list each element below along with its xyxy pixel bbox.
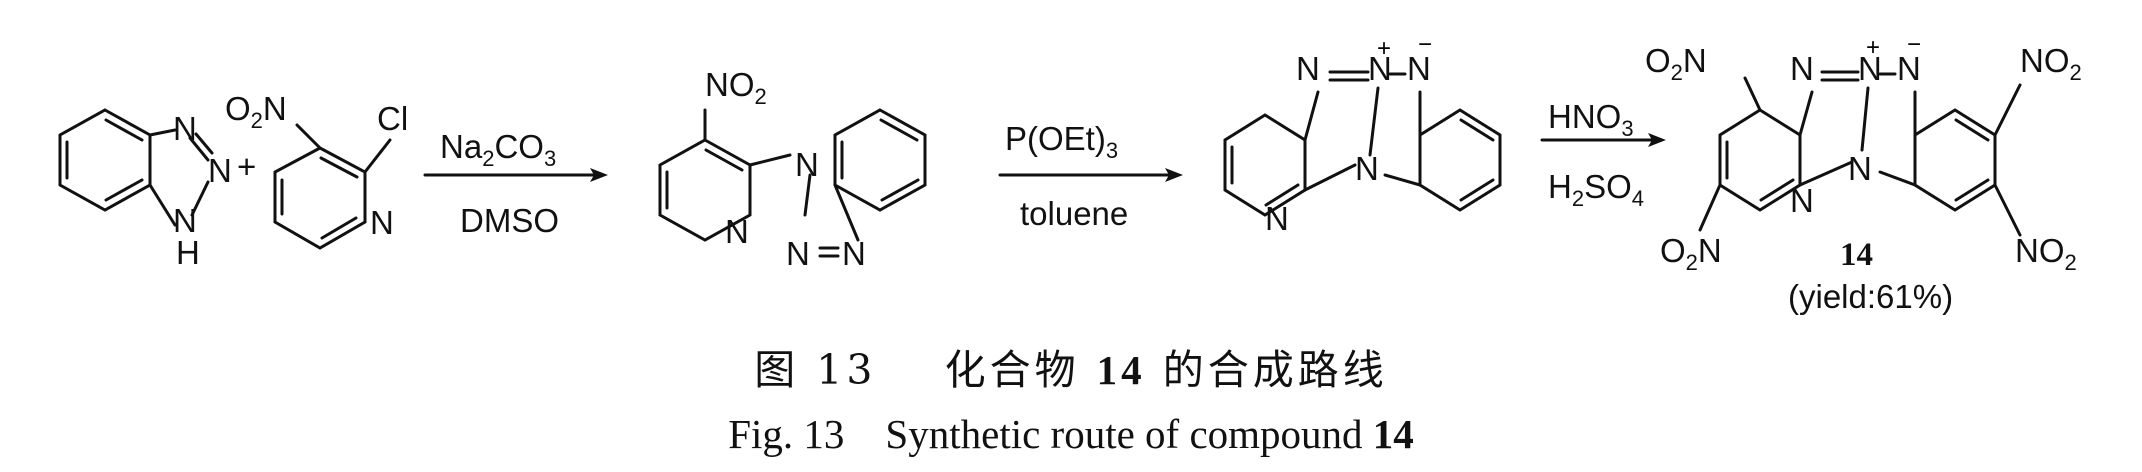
atom-n: N xyxy=(1848,150,1872,187)
caption-en-prefix: Fig. 13 xyxy=(728,411,845,457)
caption-cn-text: 化合物 xyxy=(944,346,1080,394)
atom-n: N xyxy=(725,213,749,250)
reagent-step3-top: HNO3 xyxy=(1548,98,1634,141)
atom-cl: Cl xyxy=(377,100,408,137)
reaction-arrow-3: HNO3 H2SO4 xyxy=(1540,98,1666,211)
nitro-group: O2N xyxy=(1660,232,1722,275)
nitro-group: NO2 xyxy=(2020,42,2082,85)
caption-en-compound: 14 xyxy=(1372,411,1414,457)
caption-cn-compound: 14 xyxy=(1096,347,1146,393)
plus-charge: + xyxy=(1866,34,1880,61)
intermediate-2: N N N + N − N xyxy=(1223,31,1502,237)
chloronitropyridine: O2N Cl N xyxy=(225,90,408,250)
reaction-arrow-1: Na2CO3 DMSO xyxy=(423,128,608,239)
product-14: O2N O2N N N N + N − N NO2 NO2 14 (yield:… xyxy=(1645,31,2082,315)
nitro-group: NO2 xyxy=(705,66,767,109)
atom-n: N xyxy=(795,146,819,183)
reaction-arrow-2: P(OEt)3 toluene xyxy=(998,120,1183,232)
atom-n: N xyxy=(1407,50,1431,87)
nitro-group: O2N xyxy=(225,90,287,133)
atom-n: N xyxy=(1897,50,1921,87)
plus-charge: + xyxy=(1377,35,1391,62)
reagent-step1-bottom: DMSO xyxy=(460,202,559,239)
atom-n: N xyxy=(208,152,232,189)
reaction-scheme: N N N H + O2N Cl N Na2CO3 DMSO NO2 N xyxy=(58,31,2082,315)
atom-n: N xyxy=(173,202,197,239)
compound-number: 14 xyxy=(1840,237,1873,273)
figure-caption-english: Fig. 13 Synthetic route of compound 14 xyxy=(0,410,2142,458)
figure-caption-chinese: 图 13 化合物 14 的合成路线 xyxy=(0,336,2142,396)
reagent-step2-top: P(OEt)3 xyxy=(1005,120,1118,163)
caption-cn-suffix: 的合成路线 xyxy=(1162,346,1388,394)
reagent-step3-bottom: H2SO4 xyxy=(1548,168,1644,211)
atom-n: N xyxy=(842,235,866,272)
nitro-group: NO2 xyxy=(2015,232,2077,275)
caption-cn-prefix: 图 13 xyxy=(754,346,877,394)
minus-charge: − xyxy=(1907,31,1921,58)
intermediate-1: NO2 N N N N xyxy=(658,66,927,272)
nitro-group: O2N xyxy=(1645,42,1707,85)
atom-n: N xyxy=(1355,150,1379,187)
reagent-step2-bottom: toluene xyxy=(1020,195,1128,232)
atom-n: N xyxy=(1858,50,1882,87)
caption-en-text: Synthetic route of compound xyxy=(885,411,1363,457)
minus-charge: − xyxy=(1418,31,1432,58)
product-yield: (yield:61%) xyxy=(1788,278,1953,315)
atom-n: N xyxy=(1265,200,1289,237)
atom-n: N xyxy=(1368,50,1392,87)
benzotriazole: N N N H xyxy=(58,108,232,271)
atom-n: N xyxy=(370,204,394,241)
atom-n: N xyxy=(173,110,197,147)
atom-n: N xyxy=(1296,50,1320,87)
atom-n: N xyxy=(1790,182,1814,219)
atom-h: H xyxy=(176,234,200,271)
reagent-step1-top: Na2CO3 xyxy=(440,128,556,171)
plus-sign: + xyxy=(237,148,256,185)
atom-n: N xyxy=(1790,50,1814,87)
atom-n: N xyxy=(786,235,810,272)
